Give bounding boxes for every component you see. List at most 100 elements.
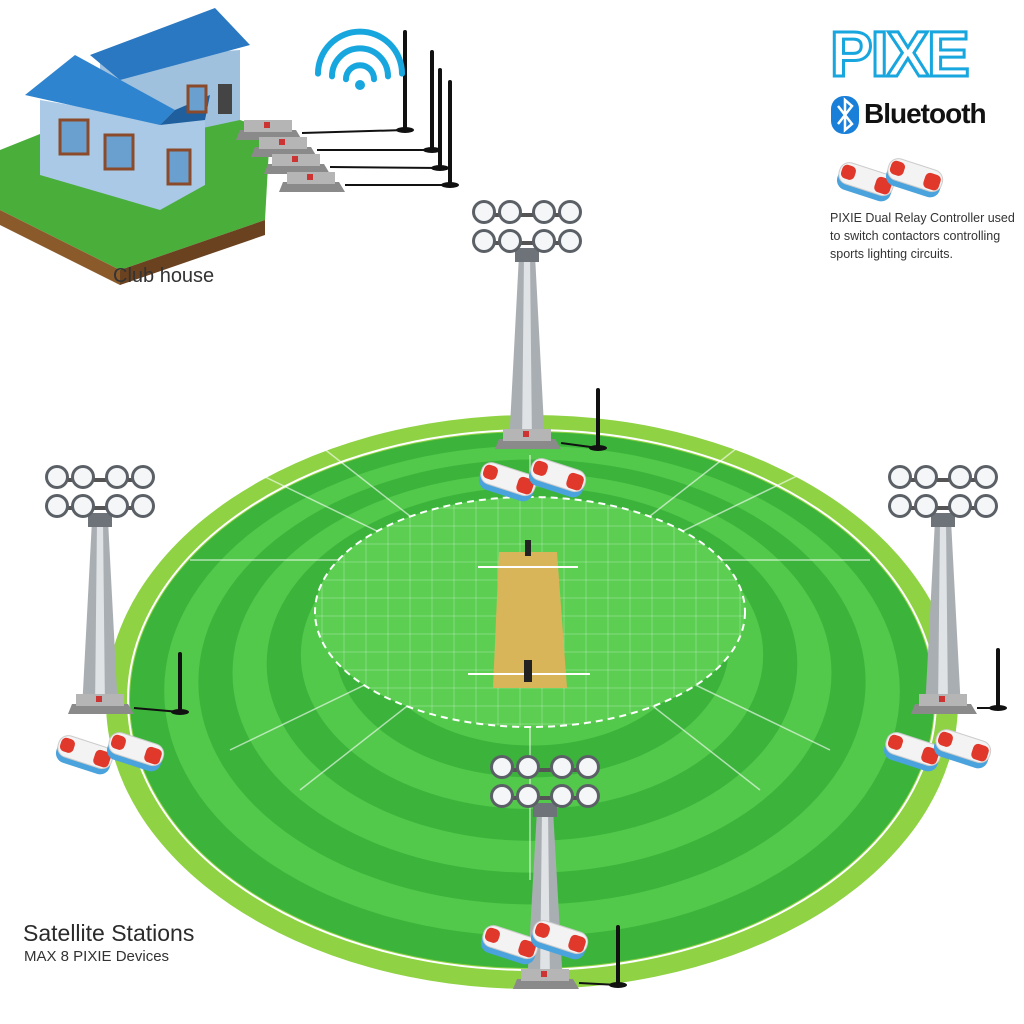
floodlight-lamp-face (535, 203, 553, 221)
floodlight-tower (472, 200, 607, 451)
antenna-icon (178, 652, 182, 712)
relay-red-cap (516, 476, 534, 495)
satellite-stations-subtitle: MAX 8 PIXIE Devices (24, 948, 170, 965)
stumps (525, 540, 531, 556)
antenna-cable (329, 166, 441, 169)
floodlight-lamp-face (977, 497, 995, 515)
floodlight-lamp-face (134, 468, 152, 486)
relay-red-cap (518, 939, 536, 958)
floodlight-lamp-face (475, 203, 493, 221)
floodlight-lamp-face (501, 203, 519, 221)
floodlight-lamp-face (74, 497, 92, 515)
floodlight-lamp-face (74, 468, 92, 486)
clubhouse-soil (0, 210, 120, 285)
gateway-led (96, 696, 102, 702)
gateway-led (307, 174, 313, 180)
floodlight-lamp-face (917, 497, 935, 515)
gateway-box (279, 172, 345, 192)
bluetooth-wordmark: Bluetooth (864, 98, 987, 129)
relay-red-cap (921, 746, 939, 765)
pixie-relay-controller (883, 732, 942, 772)
pixie-relay-controller (933, 729, 992, 769)
antenna-icon (448, 80, 452, 185)
bluetooth-icon (831, 96, 859, 134)
stumps (524, 660, 532, 682)
tower-pole-highlight (95, 520, 105, 710)
tower-head (515, 248, 539, 262)
floodlight-lamp-face (519, 758, 537, 776)
antenna-base (989, 705, 1007, 711)
floodlight-lamp-face (108, 468, 126, 486)
floodlight-lamp-face (951, 497, 969, 515)
gateway-box (513, 969, 579, 989)
lamp-bracket (891, 506, 995, 510)
lamp-bracket (48, 478, 152, 482)
relay-red-cap (93, 749, 111, 768)
relay-red-cap (840, 164, 856, 180)
floodlight-lamp-face (553, 758, 571, 776)
lamp-bracket (48, 506, 152, 510)
antenna-icon (596, 388, 600, 448)
gateway-body (495, 439, 561, 449)
antenna-base (396, 127, 414, 133)
pixie-relay-controller (885, 158, 944, 198)
clubhouse (0, 8, 459, 285)
tower-pole-highlight (522, 255, 532, 445)
satellite-stations-title: Satellite Stations (23, 920, 195, 946)
floodlight-lamp-face (493, 758, 511, 776)
gateway-led (541, 971, 547, 977)
wifi-arc (329, 45, 391, 80)
relay-red-cap (144, 746, 162, 765)
floodlight-lamp-face (561, 203, 579, 221)
cricket-field (106, 415, 958, 989)
relay-red-cap (532, 460, 548, 476)
floodlight-lamp-face (891, 468, 909, 486)
antenna-base (609, 982, 627, 988)
clubhouse-door (218, 84, 232, 114)
floodlight-lamp-face (561, 232, 579, 250)
antenna-base (589, 445, 607, 451)
pixie-relay-controller (106, 732, 165, 772)
floodlight-lamp-face (977, 468, 995, 486)
wifi-dot (355, 80, 365, 90)
relay-red-cap (566, 472, 584, 491)
wifi-arc (315, 28, 405, 77)
clubhouse-soil (120, 220, 265, 285)
clubhouse-back-roof (90, 8, 250, 80)
gateway-led (279, 139, 285, 145)
pixie-relay-controller (478, 462, 537, 502)
antenna-base (441, 182, 459, 188)
gateway-led (939, 696, 945, 702)
pixie-relay-controller (528, 458, 587, 498)
tower-head (533, 803, 557, 817)
clubhouse-roof (25, 55, 175, 125)
gateway-body (911, 704, 977, 714)
antenna-base (171, 709, 189, 715)
antenna-icon (403, 30, 407, 130)
tower-pole-highlight (938, 520, 948, 710)
relay-red-cap (937, 731, 953, 747)
gateway-body (68, 704, 134, 714)
floodlight-lamp-face (48, 468, 66, 486)
clubhouse-window (103, 133, 135, 171)
antenna-icon (430, 50, 434, 150)
relay-red-cap (568, 934, 586, 953)
pitch (493, 552, 567, 688)
relay-red-cap (889, 160, 905, 176)
gateway-box (68, 694, 134, 714)
bluetooth-rune (837, 97, 854, 133)
relay-red-cap (971, 743, 989, 762)
antenna-icon (438, 68, 442, 168)
relay-red-cap (887, 734, 903, 750)
clubhouse-window (186, 84, 208, 114)
gateway-body (279, 182, 345, 192)
pixie-relay-controller (480, 925, 539, 965)
gateway-body (513, 979, 579, 989)
antenna-base (431, 165, 449, 171)
clubhouse-window (166, 148, 192, 186)
floodlight-lamp-face (553, 787, 571, 805)
floodlight-lamp-face (48, 497, 66, 515)
pixie-relay-controller (530, 920, 589, 960)
antenna-base (423, 147, 441, 153)
